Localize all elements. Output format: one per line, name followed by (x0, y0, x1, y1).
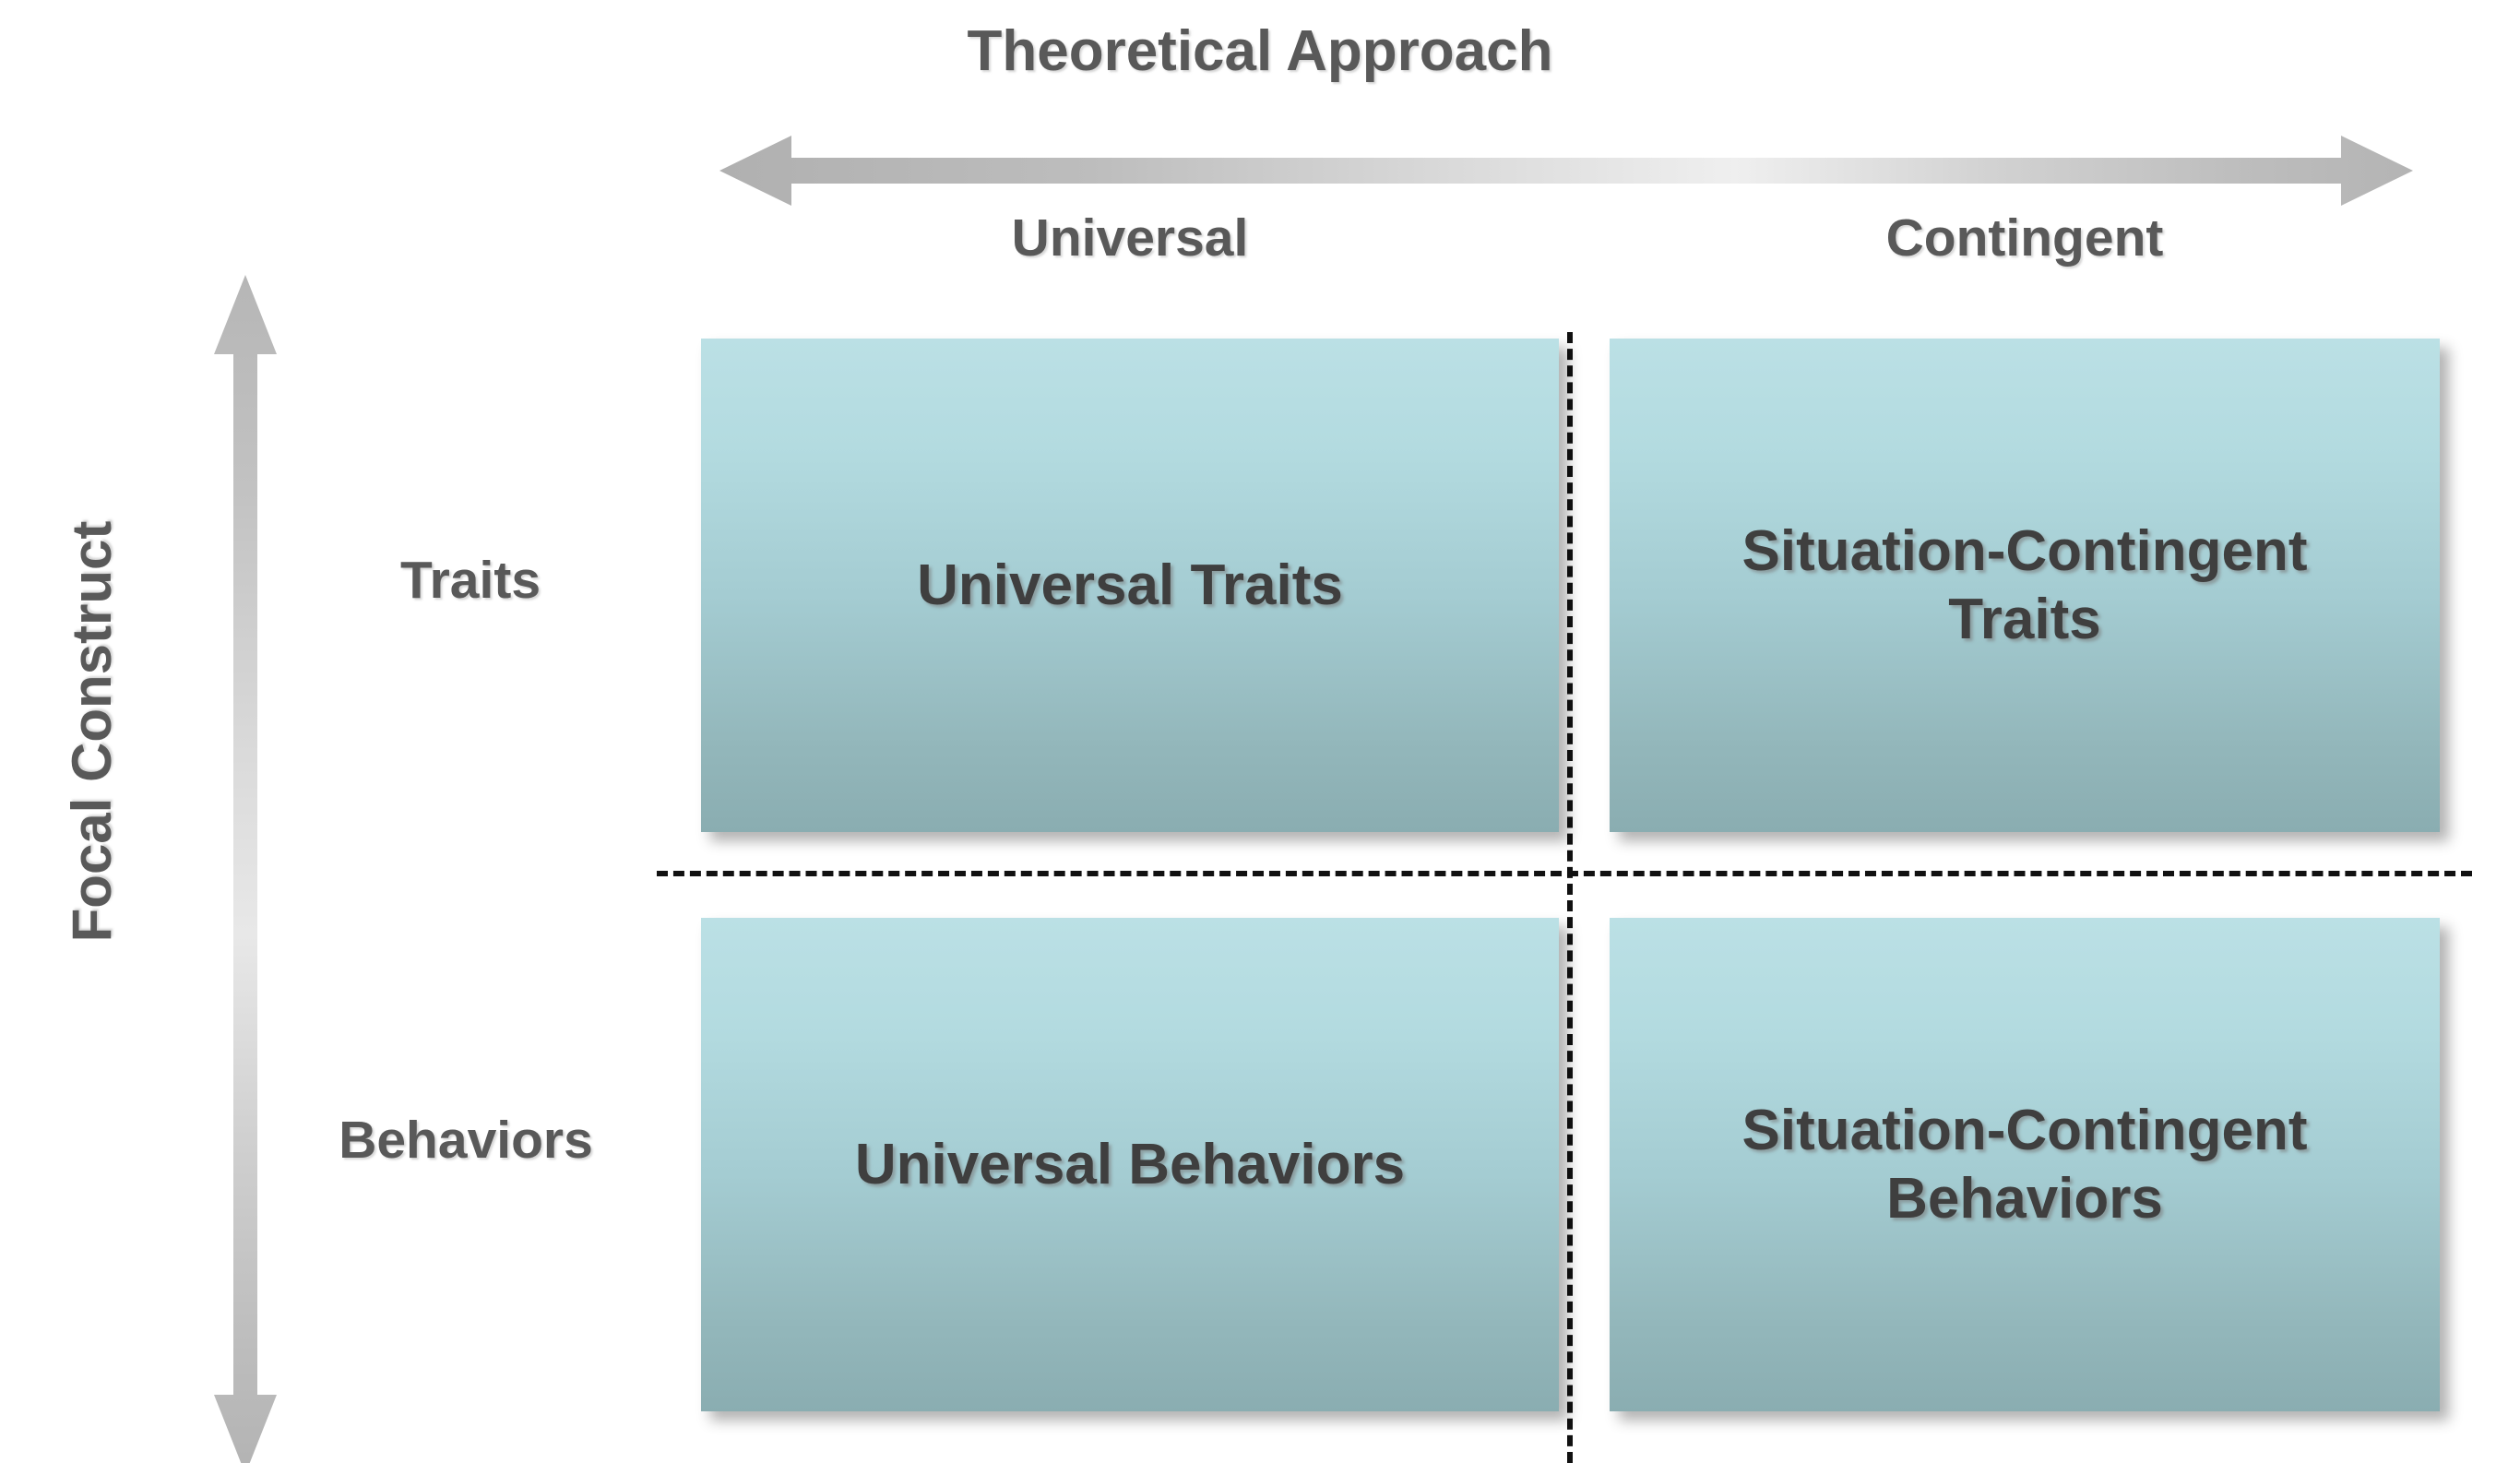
quadrant-label-situation-contingent-behaviors: Situation-Contingent Behaviors (1741, 1098, 2308, 1231)
quadrant-universal-traits[interactable]: Universal Traits (701, 339, 1559, 832)
x-axis-title: Theoretical Approach (967, 19, 1553, 83)
quadrant-label-universal-behaviors: Universal Behaviors (854, 1132, 1406, 1196)
column-header-contingent: Contingent (1885, 208, 2164, 268)
vertical-double-arrow-icon (208, 275, 283, 1463)
column-header-universal: Universal (1011, 208, 1249, 268)
quadrant-situation-contingent-behaviors[interactable]: Situation-Contingent Behaviors (1610, 918, 2440, 1411)
divider-horizontal (657, 871, 2472, 876)
row-header-traits: Traits (399, 551, 541, 610)
quadrant-situation-contingent-traits[interactable]: Situation-Contingent Traits (1610, 339, 2440, 832)
horizontal-double-arrow-icon (719, 134, 2413, 208)
quadrant-universal-behaviors[interactable]: Universal Behaviors (701, 918, 1559, 1411)
row-header-behaviors: Behaviors (339, 1111, 593, 1170)
quadrant-label-universal-traits: Universal Traits (917, 553, 1343, 617)
y-axis-title-text: Focal Construct (61, 520, 123, 943)
divider-vertical (1567, 332, 1573, 1463)
quadrant-label-situation-contingent-traits: Situation-Contingent Traits (1741, 518, 2308, 651)
